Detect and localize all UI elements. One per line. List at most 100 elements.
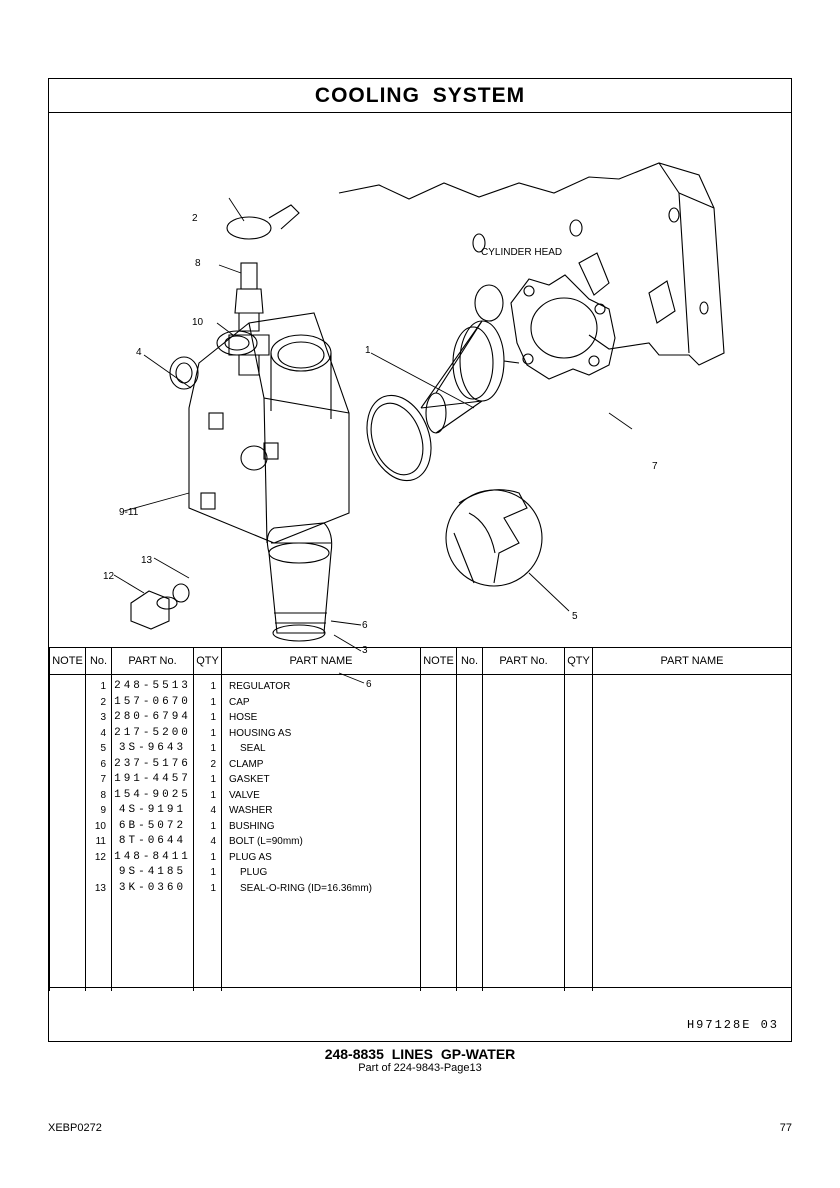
cylinder-head-label: CYLINDER HEAD: [481, 247, 562, 258]
callout-10: 10: [192, 317, 204, 328]
row-number: 3: [100, 712, 106, 723]
part-name: HOSE: [229, 712, 258, 723]
part-name: CAP: [229, 696, 250, 708]
row-number: 13: [94, 882, 106, 894]
page-title: COOLING SYSTEM: [49, 79, 791, 113]
page-number: 77: [779, 1122, 792, 1134]
header-no: No.: [85, 647, 112, 675]
note-column-2: [420, 674, 457, 991]
illustration-code: H97128E 03: [686, 1018, 779, 1032]
quantity: 1: [210, 774, 216, 785]
part-name: PLUG AS: [229, 851, 272, 863]
note-column: [49, 674, 86, 991]
row-number: 12: [94, 851, 106, 863]
part-number: 3K-0360: [118, 881, 187, 894]
row-number: 5: [100, 743, 106, 754]
row-number: 2: [100, 696, 106, 708]
part-name: GASKET: [229, 774, 270, 785]
header-qty: QTY: [193, 647, 222, 675]
part-name-column: REGULATOR CAP HOSE HOUSING AS SEAL CLAMP GASKE…: [221, 674, 421, 991]
header-note-2: NOTE: [420, 647, 457, 675]
quantity: 1: [210, 696, 216, 708]
row-number: 7: [100, 774, 106, 785]
part-no-column-2: [482, 674, 565, 991]
header-part-name-2: PART NAME: [592, 647, 792, 675]
callout-9-11: 9-11: [119, 507, 139, 518]
row-number: 9: [100, 805, 106, 816]
part-number: 6B-5072: [118, 819, 187, 832]
header-note: NOTE: [49, 647, 86, 675]
callout-13: 13: [141, 555, 153, 566]
part-number: 4S-9191: [118, 804, 187, 816]
row-number: 1: [100, 681, 106, 692]
hose-drawing: [266, 522, 333, 642]
top-fittings-drawing: [226, 204, 300, 376]
housing-drawing: [169, 312, 350, 544]
part-name: REGULATOR: [229, 681, 291, 692]
part-number: 9S-4185: [118, 866, 187, 878]
part-number: 191-4457: [114, 773, 191, 785]
group-subcaption: Part of 224-9843-Page13: [358, 1062, 482, 1074]
header-part-no: PART No.: [111, 647, 194, 675]
leader-lines: [113, 197, 633, 684]
part-name: WASHER: [229, 805, 273, 816]
part-name: SEAL-O-RING (ID=16.36mm): [240, 882, 372, 894]
table-header-row: NOTE No. PART No. QTY PART NAME NOTE No.…: [49, 647, 792, 675]
part-number: 280-6794: [114, 711, 191, 723]
part-number: 154-9025: [114, 788, 191, 801]
quantity: 1: [210, 867, 216, 878]
part-number: 157-0670: [114, 695, 191, 708]
callout-8: 8: [195, 258, 201, 269]
exploded-view-diagram: CYLINDER HEAD 2 8 10 4 1 9-11 13 12 6 3 …: [103, 162, 725, 690]
part-name: SEAL: [240, 743, 266, 754]
qty-column-2: [564, 674, 593, 991]
quantity: 4: [210, 805, 216, 816]
callout-5: 5: [572, 611, 578, 622]
group-caption: 248-8835 LINES GP-WATER: [324, 1046, 516, 1062]
header-part-name: PART NAME: [221, 647, 421, 675]
quantity: 1: [210, 727, 216, 739]
row-number: 8: [100, 789, 106, 801]
row-number: 11: [95, 836, 106, 847]
part-name: BOLT (L=90mm): [229, 836, 303, 847]
part-number: 8T-0644: [118, 835, 187, 847]
part-name: BUSHING: [229, 820, 275, 832]
quantity: 1: [210, 882, 216, 894]
seal-ring-drawing: [366, 394, 432, 482]
callout-6a: 6: [362, 620, 368, 631]
part-name: PLUG: [240, 867, 268, 878]
cylinder-head-drawing: [338, 162, 725, 366]
row-number: 6: [100, 758, 106, 770]
part-name: HOUSING AS: [229, 727, 292, 739]
no-column-2: [456, 674, 483, 991]
quantity: 1: [210, 851, 216, 863]
callout-12: 12: [103, 571, 115, 582]
quantity: 1: [210, 820, 216, 832]
row-number: [86, 865, 111, 881]
callout-1: 1: [365, 345, 371, 356]
header-no-2: No.: [456, 647, 483, 675]
table-footer: H97128E 03: [49, 987, 791, 1041]
part-number: 248-5513: [114, 680, 191, 692]
row-number: 10: [94, 820, 106, 832]
parts-page-frame: COOLING SYSTEM: [48, 78, 792, 1042]
parts-table: NOTE No. PART No. QTY PART NAME NOTE No.…: [49, 647, 792, 991]
seal-detail-circle: [445, 489, 543, 587]
callout-7: 7: [652, 461, 658, 472]
part-name: VALVE: [229, 789, 260, 801]
callout-4: 4: [136, 347, 142, 358]
callout-2: 2: [192, 213, 198, 224]
publication-number: XEBP0272: [48, 1122, 102, 1134]
regulator-drawing: [420, 320, 520, 434]
part-number: 237-5176: [114, 757, 191, 770]
header-qty-2: QTY: [564, 647, 593, 675]
part-number: 217-5200: [114, 726, 191, 739]
part-name: CLAMP: [229, 758, 264, 770]
part-name-column-2: [592, 674, 792, 991]
header-part-no-2: PART No.: [482, 647, 565, 675]
quantity: 1: [210, 789, 216, 801]
